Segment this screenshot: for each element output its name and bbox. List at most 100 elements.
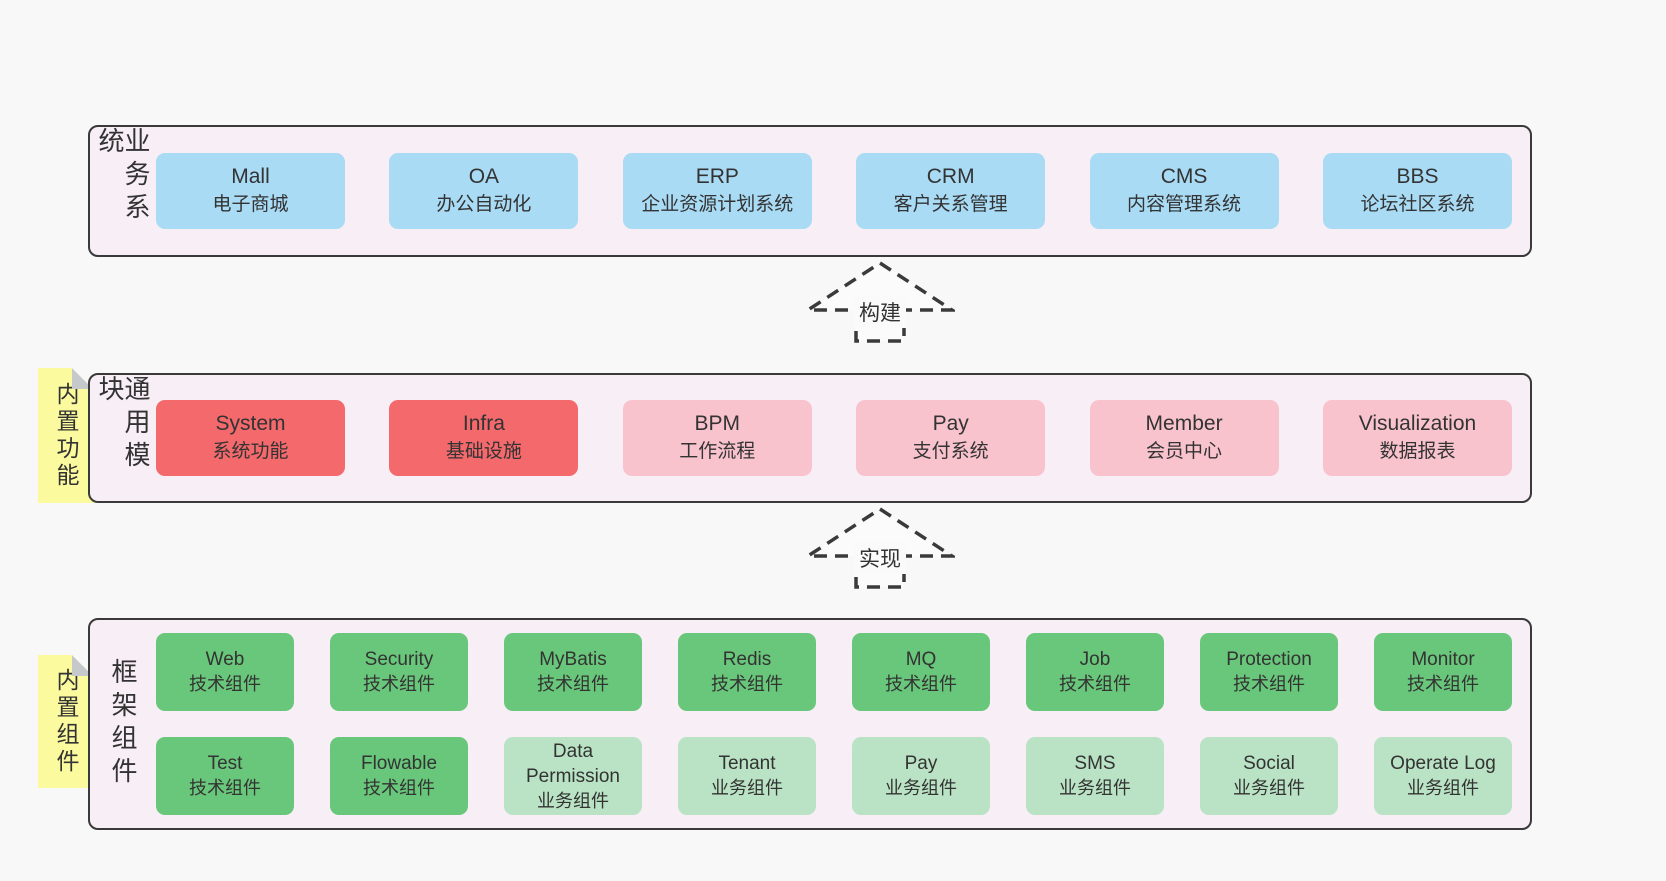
box-redis: Redis 技术组件	[678, 633, 816, 711]
box-title: MQ	[905, 649, 937, 670]
box-subtitle: 内容管理系统	[1127, 194, 1242, 215]
framework-rows: Web 技术组件 Security 技术组件 MyBatis 技术组件 Redi…	[146, 620, 1530, 828]
box-subtitle: 业务组件	[885, 778, 957, 798]
box-title: Test	[207, 753, 243, 774]
box-sms: SMS 业务组件	[1026, 737, 1164, 815]
box-pay-component: Pay 业务组件	[852, 737, 990, 815]
box-title: Data Permission	[526, 740, 620, 787]
box-monitor: Monitor 技术组件	[1374, 633, 1512, 711]
box-title: Tenant	[718, 753, 776, 774]
sticky-note-builtin-components: 内置组件	[38, 655, 93, 788]
box-title: Pay	[904, 753, 938, 774]
sticky-note-builtin-features: 内置功能	[38, 368, 93, 503]
box-subtitle: 会员中心	[1146, 441, 1223, 462]
box-bpm: BPM 工作流程	[622, 400, 812, 476]
box-protection: Protection 技术组件	[1200, 633, 1338, 711]
box-subtitle: 技术组件	[711, 674, 783, 694]
box-title: BPM	[694, 412, 741, 435]
box-subtitle: 技术组件	[1233, 674, 1305, 694]
note-text: 内置组件	[53, 667, 79, 776]
box-test: Test 技术组件	[156, 737, 294, 815]
box-subtitle: 技术组件	[1407, 674, 1479, 694]
framework-row-1: Web 技术组件 Security 技术组件 MyBatis 技术组件 Redi…	[156, 633, 1512, 711]
box-subtitle: 业务组件	[537, 790, 609, 811]
box-system: System 系统功能	[156, 400, 345, 476]
module-boxes: System 系统功能 Infra 基础设施 BPM 工作流程 Pay 支付系统…	[146, 375, 1530, 501]
box-title: CMS	[1160, 165, 1208, 188]
box-infra: Infra 基础设施	[389, 400, 579, 476]
box-subtitle: 电子商城	[212, 194, 289, 215]
box-title: System	[215, 412, 286, 435]
box-subtitle: 业务组件	[1407, 778, 1479, 798]
box-subtitle: 技术组件	[537, 674, 609, 694]
box-title: Social	[1243, 753, 1295, 774]
box-crm: CRM 客户关系管理	[856, 153, 1046, 229]
box-social: Social 业务组件	[1200, 737, 1338, 815]
band-business-systems: 业务系统 Mall 电子商城 OA 办公自动化 ERP 企业资源计划系统 CRM…	[88, 125, 1532, 257]
box-subtitle: 技术组件	[363, 674, 435, 694]
note-text: 内置功能	[53, 381, 79, 490]
box-operate-log: Operate Log 业务组件	[1374, 737, 1512, 815]
box-visualization: Visualization 数据报表	[1322, 400, 1512, 476]
box-subtitle: 企业资源计划系统	[641, 194, 794, 215]
box-bbs: BBS 论坛社区系统	[1322, 153, 1512, 229]
arrow-build-label: 构建	[854, 296, 906, 328]
box-security: Security 技术组件	[330, 633, 468, 711]
box-subtitle: 系统功能	[212, 441, 289, 462]
box-subtitle: 客户关系管理	[893, 194, 1008, 215]
box-subtitle: 论坛社区系统	[1360, 194, 1475, 215]
box-subtitle: 技术组件	[363, 778, 435, 798]
box-pay-module: Pay 支付系统	[856, 400, 1046, 476]
box-job: Job 技术组件	[1026, 633, 1164, 711]
box-subtitle: 业务组件	[711, 778, 783, 798]
box-subtitle: 支付系统	[912, 441, 989, 462]
box-title: Flowable	[360, 753, 438, 774]
box-subtitle: 业务组件	[1059, 778, 1131, 798]
box-cms: CMS 内容管理系统	[1089, 153, 1279, 229]
up-arrow-implement-icon: 实现	[805, 506, 955, 590]
box-title: Visualization	[1358, 412, 1477, 435]
box-title: BBS	[1396, 165, 1439, 188]
box-title: Redis	[722, 649, 772, 670]
box-title: SMS	[1074, 753, 1116, 774]
box-title: ERP	[695, 165, 739, 188]
box-oa: OA 办公自动化	[389, 153, 579, 229]
box-web: Web 技术组件	[156, 633, 294, 711]
band-framework-label: 框架组件	[108, 658, 138, 790]
box-mybatis: MyBatis 技术组件	[504, 633, 642, 711]
box-subtitle: 技术组件	[1059, 674, 1131, 694]
box-subtitle: 技术组件	[885, 674, 957, 694]
box-title: Operate Log	[1390, 753, 1496, 774]
box-subtitle: 办公自动化	[436, 194, 532, 215]
band-modules-label: 通用模块	[95, 375, 151, 474]
box-title: Member	[1145, 412, 1223, 435]
box-title: Job	[1079, 649, 1111, 670]
box-title: Pay	[932, 412, 969, 435]
box-subtitle: 业务组件	[1233, 778, 1305, 798]
box-title: MyBatis	[539, 649, 607, 670]
box-mq: MQ 技术组件	[852, 633, 990, 711]
band-business-label: 业务系统	[95, 127, 151, 226]
box-mall: Mall 电子商城	[156, 153, 345, 229]
box-title: Monitor	[1411, 649, 1475, 670]
box-title: OA	[468, 165, 500, 188]
box-title: Protection	[1226, 649, 1312, 670]
box-title: Mall	[231, 165, 270, 188]
framework-row-2: Test 技术组件 Flowable 技术组件 Data Permission …	[156, 737, 1512, 815]
band-framework-components: 框架组件 Web 技术组件 Security 技术组件 MyBatis 技术组件…	[88, 618, 1532, 830]
box-member: Member 会员中心	[1089, 400, 1279, 476]
box-tenant: Tenant 业务组件	[678, 737, 816, 815]
box-subtitle: 技术组件	[189, 674, 261, 694]
box-title: Infra	[462, 412, 505, 435]
box-title: CRM	[926, 165, 975, 188]
band-common-modules: 通用模块 System 系统功能 Infra 基础设施 BPM 工作流程 Pay…	[88, 373, 1532, 503]
box-title: Security	[364, 649, 434, 670]
box-subtitle: 基础设施	[445, 441, 522, 462]
arrow-implement-label: 实现	[854, 542, 906, 574]
box-subtitle: 工作流程	[679, 441, 756, 462]
box-title: Web	[205, 649, 245, 670]
up-arrow-build-icon: 构建	[805, 260, 955, 344]
box-subtitle: 数据报表	[1379, 441, 1456, 462]
box-flowable: Flowable 技术组件	[330, 737, 468, 815]
business-boxes: Mall 电子商城 OA 办公自动化 ERP 企业资源计划系统 CRM 客户关系…	[146, 127, 1530, 255]
